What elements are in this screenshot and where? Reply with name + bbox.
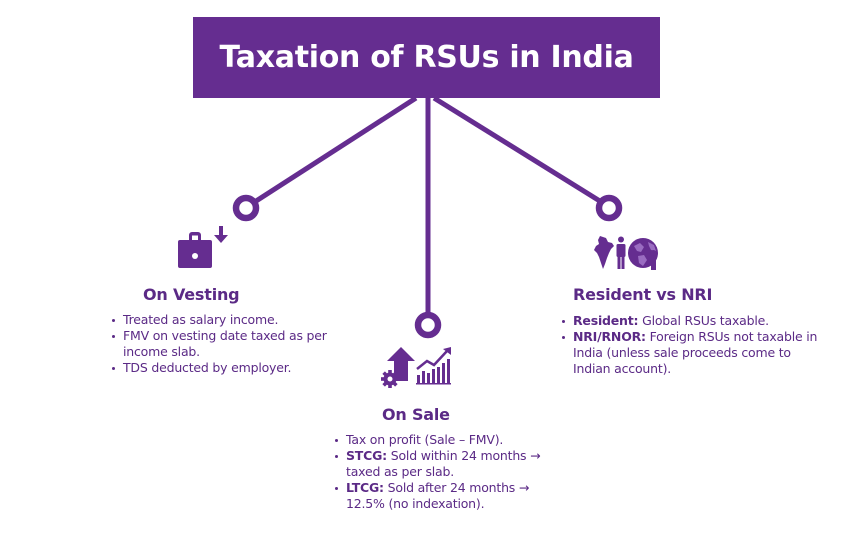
page-title: Taxation of RSUs in India [219, 40, 634, 75]
bullet-label: NRI/RNOR: [573, 329, 646, 344]
residency-bullet-1: Resident: Global RSUs taxable. [561, 313, 831, 329]
growth-chart-gear-icon [381, 347, 457, 389]
bullet-text: TDS deducted by employer. [123, 360, 292, 375]
sale-bullet-1: Tax on profit (Sale – FMV). [334, 432, 559, 448]
bullet-text: Foreign RSUs not taxable in India (unles… [573, 329, 818, 376]
node-sale [414, 311, 442, 339]
vesting-bullet-3: TDS deducted by employer. [111, 360, 331, 376]
residency-bullet-list: Resident: Global RSUs taxable. NRI/RNOR:… [561, 313, 831, 377]
bullet-text: Sold after 24 months → 12.5% (no indexat… [346, 480, 530, 511]
residency-bullet-2: NRI/RNOR: Foreign RSUs not taxable in In… [561, 329, 831, 377]
vesting-bullet-2: FMV on vesting date taxed as per income … [111, 328, 331, 360]
bullet-label: LTCG: [346, 480, 384, 495]
bullet-text: Tax on profit (Sale – FMV). [346, 432, 504, 447]
bullet-text: Sold within 24 months → taxed as per sla… [346, 448, 541, 479]
heading-resident-vs-nri: Resident vs NRI [573, 285, 713, 304]
sale-bullet-3: LTCG: Sold after 24 months → 12.5% (no i… [334, 480, 559, 512]
bullet-label: Resident: [573, 313, 639, 328]
connector-right [432, 95, 605, 206]
bullet-text: Global RSUs taxable. [638, 313, 769, 328]
node-residency [595, 194, 623, 222]
connector-left [251, 95, 418, 206]
vesting-bullet-list: Treated as salary income. FMV on vesting… [111, 312, 331, 376]
node-vesting [232, 194, 260, 222]
heading-on-sale: On Sale [382, 405, 450, 424]
bullet-label: STCG: [346, 448, 387, 463]
vesting-bullet-1: Treated as salary income. [111, 312, 331, 328]
heading-on-vesting: On Vesting [143, 285, 240, 304]
bullet-text: Treated as salary income. [123, 312, 279, 327]
india-person-globe-icon [594, 236, 662, 270]
bullet-text: FMV on vesting date taxed as per income … [123, 328, 327, 359]
sale-bullet-2: STCG: Sold within 24 months → taxed as p… [334, 448, 559, 480]
title-banner: Taxation of RSUs in India [193, 17, 660, 98]
briefcase-down-arrow-icon [177, 226, 233, 270]
sale-bullet-list: Tax on profit (Sale – FMV). STCG: Sold w… [334, 432, 559, 512]
